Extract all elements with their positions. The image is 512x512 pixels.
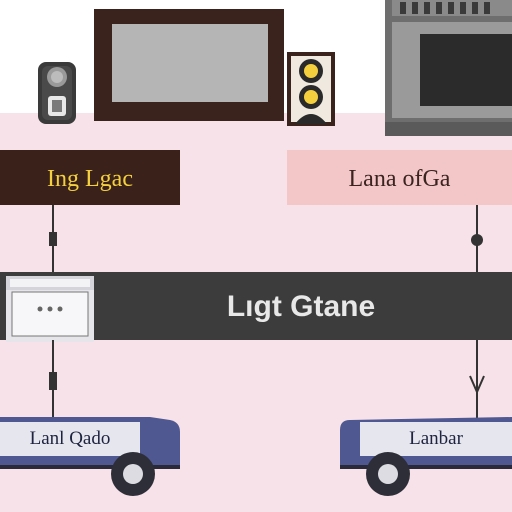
truck-right-label: Lanbar — [409, 428, 463, 449]
speaker-icon — [287, 52, 335, 126]
truck-right-icon — [340, 417, 512, 496]
right-header-label: Lana ofGa — [348, 165, 451, 192]
truck-left-icon — [0, 417, 180, 496]
left-header-box — [0, 150, 180, 205]
camera-icon — [38, 62, 76, 124]
left-header-label: Ing Lgac — [47, 165, 133, 192]
oven-icon — [385, 0, 512, 136]
truck-left-label: Lanl Qado — [29, 428, 111, 449]
connector-left-lower — [49, 340, 57, 420]
connector-right-lower — [469, 340, 485, 420]
connector-right-upper — [471, 205, 483, 278]
right-header-box — [287, 150, 512, 205]
center-band-label: Lıgt Gtane — [226, 290, 376, 323]
stove-icon — [6, 276, 94, 342]
television-icon — [94, 9, 284, 121]
connector-left-upper — [49, 205, 57, 278]
